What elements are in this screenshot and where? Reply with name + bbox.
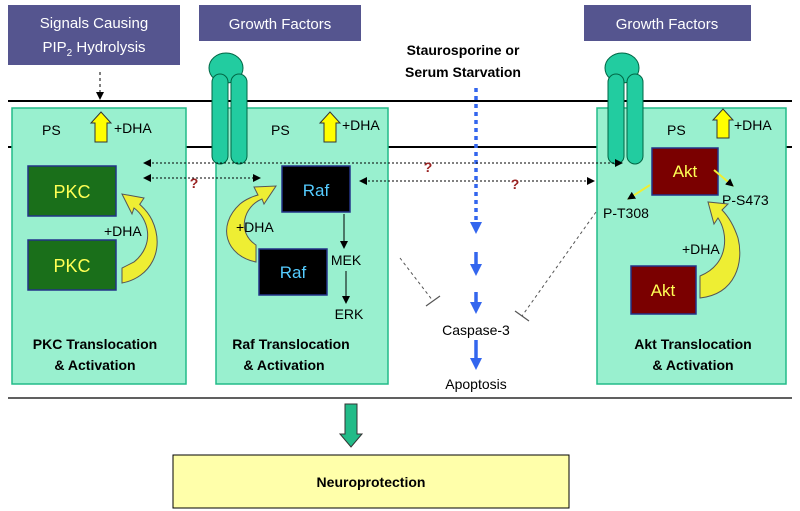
receptor-right-leg2 <box>626 73 644 165</box>
pkc-curve-dha-label: +DHA <box>104 223 142 239</box>
growth-factors-right-header: Growth Factors <box>584 5 751 41</box>
question-mark-1: ? <box>424 159 433 175</box>
pkc-top-box: PKC <box>27 165 117 217</box>
receptor-left-leg1 <box>211 73 229 165</box>
pkc-bottom-box: PKC <box>27 239 117 291</box>
raf-ps-row: PS +DHA <box>271 111 380 143</box>
signals-line1: Signals Causing <box>40 15 148 32</box>
signals-header-box <box>8 5 180 65</box>
caspase-label: Caspase-3 <box>442 322 510 338</box>
akt-inhibit-bar <box>514 310 530 322</box>
growth-factors-left-box <box>199 5 361 41</box>
erk-label: ERK <box>335 306 364 322</box>
p-s473-label: P-S473 <box>722 192 769 208</box>
receptor-left <box>208 52 248 165</box>
raf-title-line2: & Activation <box>243 357 324 373</box>
akt-top-box: Akt <box>651 147 719 196</box>
p-t308-label: P-T308 <box>603 205 649 221</box>
pkc-curved-arrow-icon <box>121 193 158 284</box>
pkc-dha-label: +DHA <box>114 120 152 136</box>
raf-bottom-box: Raf <box>258 248 328 296</box>
pkc-ps-row: PS +DHA <box>42 111 152 143</box>
akt-bottom-box: Akt <box>630 265 697 315</box>
neuroprotection-down-arrow <box>338 403 364 448</box>
growth-factors-left-label: Growth Factors <box>229 16 332 33</box>
akt-bottom-rect <box>630 265 697 315</box>
akt-up-arrow-icon <box>711 108 735 139</box>
akt-title-line1: Akt Translocation <box>634 336 751 352</box>
akt-ps-label: PS <box>667 122 686 138</box>
growth-factors-left-header: Growth Factors <box>199 5 361 41</box>
growth-factors-right-label: Growth Factors <box>616 16 719 33</box>
akt-top-label: Akt <box>673 162 698 181</box>
akt-dha-label: +DHA <box>734 117 772 133</box>
raf-title-line1: Raf Translocation <box>232 336 349 352</box>
raf-up-arrow-icon <box>318 111 342 143</box>
akt-phospho-right-arrow <box>713 169 734 187</box>
pkc-top-rect <box>27 165 117 217</box>
receptor-left-leg2 <box>230 73 248 165</box>
raf-inhibit-bar <box>425 295 441 307</box>
raf-inhibit-line <box>399 257 434 302</box>
pkc-title-line2: & Activation <box>54 357 135 373</box>
pkc-title-line1: PKC Translocation <box>33 336 157 352</box>
receptor-right <box>604 52 644 165</box>
akt-ps-row: PS +DHA <box>667 108 772 139</box>
raf-top-rect <box>281 165 351 213</box>
raf-bottom-label: Raf <box>280 263 307 282</box>
pkc-up-arrow-icon <box>89 111 113 143</box>
akt-curved-arrow-icon <box>699 201 741 299</box>
raf-top-box: Raf <box>281 165 351 213</box>
akt-top-rect <box>651 147 719 196</box>
neuroprotection-label: Neuroprotection <box>317 474 426 490</box>
akt-inhibit-line <box>521 211 597 317</box>
growth-factors-right-box <box>584 5 751 41</box>
receptor-right-leg1 <box>607 73 625 165</box>
signals-header: Signals Causing PIP2 Hydrolysis <box>8 5 180 65</box>
pkc-bottom-rect <box>27 239 117 291</box>
stimulus-line1: Staurosporine or <box>407 42 520 58</box>
pkc-top-label: PKC <box>53 182 90 202</box>
neuroprotection-box <box>172 454 570 509</box>
stimulus-line2: Serum Starvation <box>405 64 521 80</box>
akt-phospho-left-arrow <box>627 184 651 200</box>
raf-curve-dha-label: +DHA <box>236 219 274 235</box>
raf-top-label: Raf <box>303 181 330 200</box>
pkc-bottom-label: PKC <box>53 256 90 276</box>
akt-bottom-label: Akt <box>651 281 676 300</box>
question-mark-2: ? <box>190 175 199 191</box>
pkc-ps-label: PS <box>42 122 61 138</box>
mek-label: MEK <box>331 252 362 268</box>
signals-line2: PIP2 Hydrolysis <box>42 39 145 59</box>
question-mark-3: ? <box>511 176 520 192</box>
akt-curve-dha-label: +DHA <box>682 241 720 257</box>
raf-bottom-rect <box>258 248 328 296</box>
raf-curved-arrow-icon <box>226 185 277 263</box>
apoptosis-label: Apoptosis <box>445 376 506 392</box>
raf-dha-label: +DHA <box>342 117 380 133</box>
raf-ps-label: PS <box>271 122 290 138</box>
akt-title-line2: & Activation <box>652 357 733 373</box>
